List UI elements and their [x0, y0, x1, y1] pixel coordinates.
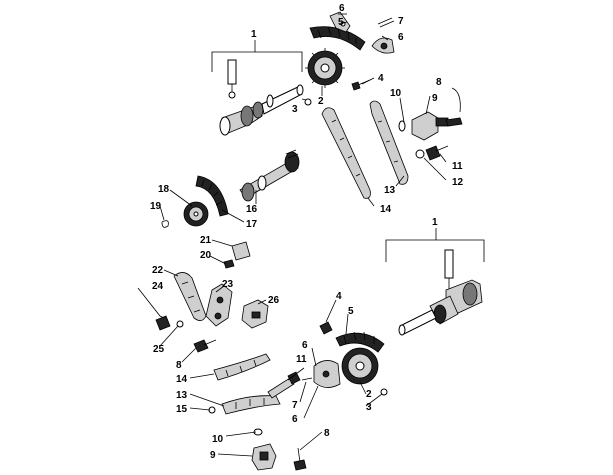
callout-18: 18	[158, 184, 170, 195]
callout-20: 20	[200, 250, 212, 261]
callout-11b: 11	[296, 354, 307, 365]
callout-6c: 6	[302, 340, 308, 351]
callout-16: 16	[246, 204, 258, 215]
upper-washer-3	[304, 98, 312, 106]
callout-6: 6	[339, 3, 345, 14]
middle-chain-17	[195, 175, 229, 217]
upper-cam-lever	[329, 11, 351, 33]
upper-sprocket	[305, 48, 345, 88]
lower-cam-plate	[301, 360, 341, 388]
upper-bolt-11	[415, 145, 449, 161]
callout-15: 15	[176, 404, 188, 415]
callout-13b: 13	[176, 390, 188, 401]
bracket-21	[223, 241, 251, 269]
upper-camshaft	[219, 59, 304, 136]
callout-14: 14	[380, 204, 392, 215]
callout-8: 8	[436, 77, 442, 88]
lower-bolt-8b	[293, 447, 307, 471]
callout-7: 7	[398, 16, 404, 27]
lower-washer-3	[380, 388, 388, 396]
callout-3b: 3	[366, 402, 372, 413]
callout-22: 22	[152, 265, 164, 276]
upper-chain-guide-14	[321, 107, 371, 199]
lower-tensioner-26	[241, 299, 269, 329]
callout-2: 2	[318, 96, 324, 107]
lower-tensioner-blade-13	[221, 395, 281, 415]
bracket-lower-1	[385, 228, 485, 262]
callout-5b: 5	[348, 306, 354, 317]
callout-9b: 9	[210, 450, 216, 461]
clip-19	[161, 220, 169, 228]
callout-6d: 6	[292, 414, 298, 425]
lower-camshaft	[398, 249, 483, 336]
bracket-23	[205, 283, 233, 327]
lower-bolt-11	[267, 371, 301, 399]
callout-13: 13	[384, 185, 396, 196]
upper-timing-chain	[309, 26, 366, 51]
upper-cam-plate	[371, 17, 395, 54]
callout-12: 12	[452, 177, 464, 188]
callout-2b: 2	[366, 389, 372, 400]
bracket-upper-1	[211, 40, 303, 72]
callout-19: 19	[150, 201, 162, 212]
callout-labels: 1 2 3 5 6 7 6 4 8 9 10 11 12 13 14 16 17…	[150, 3, 464, 461]
callout-10b: 10	[212, 434, 224, 445]
lower-bolt-8	[193, 339, 217, 353]
callout-8b: 8	[176, 360, 182, 371]
callout-14b: 14	[176, 374, 188, 385]
callout-6b: 6	[398, 32, 404, 43]
upper-tensioner-assembly	[398, 87, 463, 141]
leader-lines	[159, 13, 447, 457]
exhaust-camshaft-16	[239, 149, 300, 202]
callout-26: 26	[268, 295, 280, 306]
callout-8c: 8	[324, 428, 330, 439]
lower-guide-assembly	[137, 272, 207, 331]
callout-11: 11	[452, 161, 463, 172]
callout-24: 24	[152, 281, 164, 292]
middle-sprocket-18	[183, 201, 209, 227]
lower-chain-guide-14	[213, 353, 271, 381]
callout-5: 5	[338, 17, 344, 28]
upper-tensioner-blade-13	[369, 100, 409, 185]
callout-9: 9	[432, 93, 438, 104]
lower-timing-chain	[335, 331, 385, 353]
callout-23: 23	[222, 279, 234, 290]
callout-7b: 7	[292, 400, 298, 411]
lower-bolt-4	[319, 321, 333, 335]
callout-4c: 4	[336, 291, 342, 302]
callout-3: 3	[292, 104, 298, 115]
callout-10: 10	[390, 88, 402, 99]
callout-21: 21	[200, 235, 212, 246]
callout-1b: 1	[432, 217, 438, 228]
callout-25: 25	[153, 344, 165, 355]
lower-sprocket	[341, 347, 379, 385]
callout-4: 4	[378, 73, 384, 84]
lower-tensioner-9	[251, 443, 277, 471]
callout-1: 1	[251, 29, 257, 40]
callout-17: 17	[246, 219, 258, 230]
